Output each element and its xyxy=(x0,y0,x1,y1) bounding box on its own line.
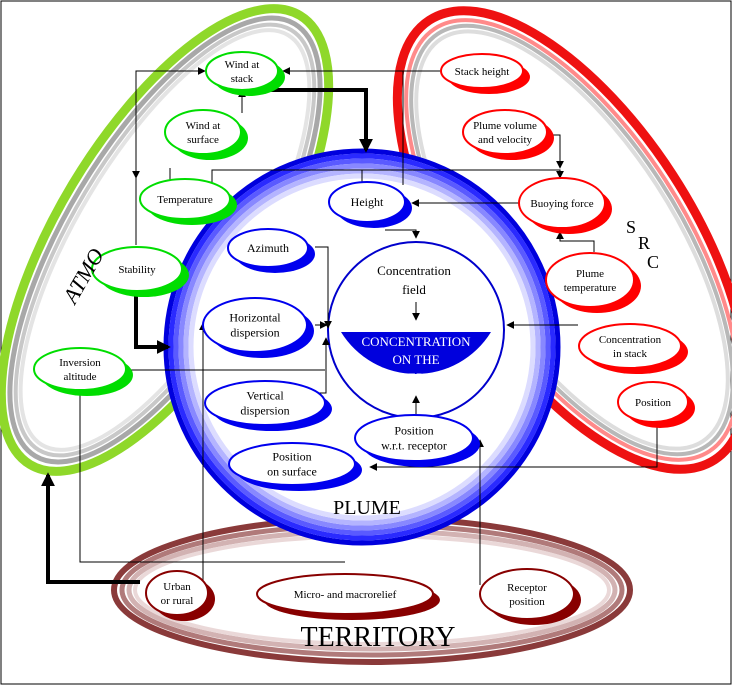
node-label-horizontal-dispersion: Horizontal xyxy=(229,311,281,325)
node-label-plume-temperature: temperature xyxy=(564,282,617,294)
node-label-plume-volume-velocity: and velocity xyxy=(478,134,533,146)
node-stability: Stability xyxy=(91,246,189,297)
node-label-receptor-position: position xyxy=(509,596,545,608)
node-height: Height xyxy=(328,181,412,228)
territory-label: TERRITORY xyxy=(300,622,455,653)
node-plume-temperature: Plume temperature xyxy=(545,252,641,313)
node-azimuth: Azimuth xyxy=(227,228,315,273)
node-label-urban-or-rural: or rural xyxy=(161,595,194,607)
node-inversion-altitude: Inversion altitude xyxy=(33,347,133,396)
node-label-stability: Stability xyxy=(118,264,156,276)
source-label-s: S xyxy=(626,217,636,237)
node-receptor-position: Receptor position xyxy=(479,568,581,625)
plume-label: PLUME xyxy=(333,497,401,519)
node-label-inversion-altitude: altitude xyxy=(64,371,97,383)
node-label-vertical-dispersion: Vertical xyxy=(246,389,284,403)
concentration-on-receptor-label: CONCENTRATION xyxy=(361,334,471,349)
node-label-wind-at-stack: stack xyxy=(231,73,254,85)
node-label-wind-at-stack: Wind at xyxy=(225,59,260,71)
concentration-on-receptor-label: ON THE xyxy=(392,352,439,367)
node-label-horizontal-dispersion: dispersion xyxy=(230,326,279,340)
node-label-wind-at-surface: Wind at xyxy=(186,120,221,132)
node-label-buoying-force: Buoying force xyxy=(530,198,593,210)
node-label-concentration-in-stack: in stack xyxy=(613,348,647,360)
node-micro-macrorelief: Micro- and macrorelief xyxy=(256,573,440,620)
node-label-height: Height xyxy=(351,195,384,209)
node-label-vertical-dispersion: dispersion xyxy=(240,404,289,418)
thick-connectors xyxy=(41,88,373,584)
node-label-plume-volume-velocity: Plume volume xyxy=(473,120,537,132)
concentration-field-circle xyxy=(327,241,505,419)
concentration-on-receptor-label: RECEPTOR xyxy=(383,370,450,385)
source-label-c: C xyxy=(647,252,659,272)
node-label-source-position: Position xyxy=(635,397,672,409)
node-label-urban-or-rural: Urban xyxy=(163,581,191,593)
node-label-wind-at-surface: surface xyxy=(187,134,219,146)
node-label-plume-temperature: Plume xyxy=(576,268,604,280)
node-temperature: Temperature xyxy=(139,178,237,225)
node-plume-volume-velocity: Plume volume and velocity xyxy=(462,109,554,160)
node-source-position: Position xyxy=(617,381,695,428)
source-label-r: R xyxy=(638,233,650,253)
concentration-field-label: field xyxy=(402,282,426,297)
concentration-field-label: Concentration xyxy=(377,263,451,278)
node-label-position-on-surface: Position xyxy=(272,450,311,464)
node-label-temperature: Temperature xyxy=(157,194,213,206)
node-label-stack-height: Stack height xyxy=(455,66,510,78)
node-buoying-force: Buoying force xyxy=(518,177,612,234)
node-label-position-on-surface: on surface xyxy=(267,465,317,479)
node-label-concentration-in-stack: Concentration xyxy=(599,334,662,346)
connectors xyxy=(76,67,658,585)
node-label-micro-macrorelief: Micro- and macrorelief xyxy=(294,589,397,601)
node-wind-at-surface: Wind at surface xyxy=(164,109,248,160)
node-urban-or-rural: Urban or rural xyxy=(145,570,215,621)
node-label-inversion-altitude: Inversion xyxy=(59,357,101,369)
node-wind-at-stack: Wind at stack xyxy=(205,51,285,96)
node-concentration-in-stack: Concentration in stack xyxy=(578,323,688,374)
node-label-receptor-position: Receptor xyxy=(507,582,547,594)
node-label-position-wrt-receptor: Position xyxy=(394,424,433,438)
node-stack-height: Stack height xyxy=(440,53,530,94)
node-label-azimuth: Azimuth xyxy=(247,241,289,255)
node-label-position-wrt-receptor: w.r.t. receptor xyxy=(381,439,447,453)
